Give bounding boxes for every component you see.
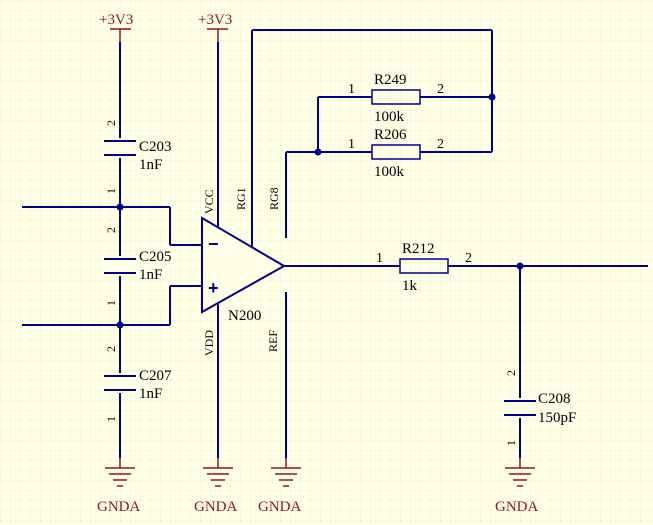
c205-pin-bottom: 1 bbox=[104, 300, 118, 306]
c203-value: 1nF bbox=[139, 157, 162, 173]
junction-dots bbox=[116, 93, 524, 329]
resistor-r206[interactable]: R206 100k 1 2 bbox=[348, 127, 444, 180]
c208-value: 150pF bbox=[538, 410, 576, 426]
pin-label-rg8: RG8 bbox=[267, 187, 281, 210]
capacitor-c205[interactable]: C205 1nF 2 1 bbox=[104, 227, 172, 306]
n200-ref: N200 bbox=[228, 308, 261, 324]
pin-label-vdd: VDD bbox=[202, 330, 216, 356]
power-label-3v3-amp: +3V3 bbox=[198, 12, 232, 28]
r249-pin-left: 1 bbox=[348, 82, 355, 97]
r212-pin-left: 1 bbox=[376, 251, 383, 266]
c207-pin-top: 2 bbox=[104, 346, 118, 352]
plus-input-symbol: + bbox=[208, 278, 219, 298]
amplifier-n200[interactable]: − + N200 VCC RG1 RG8 VDD REF bbox=[201, 187, 287, 356]
power-label-3v3-left: +3V3 bbox=[99, 12, 133, 28]
minus-input-symbol: − bbox=[208, 234, 219, 254]
gnd-label-left: GNDA bbox=[97, 499, 140, 515]
capacitor-c207[interactable]: C207 1nF 2 1 bbox=[104, 346, 172, 422]
c207-pin-bottom: 1 bbox=[104, 416, 118, 422]
pin-label-ref: REF bbox=[266, 330, 280, 352]
c203-pin-top: 2 bbox=[104, 120, 118, 126]
c203-pin-bottom: 1 bbox=[104, 188, 118, 194]
junction-dot bbox=[516, 262, 524, 270]
power-3v3-left: +3V3 bbox=[99, 12, 133, 42]
c207-ref: C207 bbox=[139, 368, 172, 384]
r212-ref: R212 bbox=[402, 241, 435, 257]
r249-ref: R249 bbox=[374, 72, 407, 88]
gnd-label-c208: GNDA bbox=[495, 499, 538, 515]
pin-label-rg1: RG1 bbox=[234, 187, 248, 210]
junction-dot bbox=[314, 148, 322, 156]
c203-ref: C203 bbox=[139, 139, 172, 155]
gnd-symbol-left: GNDA bbox=[97, 458, 140, 515]
c207-value: 1nF bbox=[139, 386, 162, 402]
r206-ref: R206 bbox=[374, 127, 407, 143]
resistor-r249[interactable]: R249 100k 1 2 bbox=[348, 72, 444, 125]
capacitor-c203[interactable]: C203 1nF 2 1 bbox=[104, 120, 172, 194]
r206-value: 100k bbox=[374, 164, 405, 180]
c205-value: 1nF bbox=[139, 267, 162, 283]
junction-dot bbox=[488, 93, 496, 101]
r212-pin-right: 2 bbox=[465, 251, 472, 266]
junction-dot bbox=[116, 203, 124, 211]
gnd-symbol-vdd: GNDA bbox=[194, 458, 237, 515]
resistor-r212[interactable]: R212 1k 1 2 bbox=[376, 241, 472, 294]
amplifier-triangle-icon bbox=[201, 216, 287, 314]
gnd-symbol-c208: GNDA bbox=[495, 458, 538, 515]
r249-value: 100k bbox=[374, 109, 405, 125]
r206-pin-right: 2 bbox=[437, 137, 444, 152]
junction-dot bbox=[116, 321, 124, 329]
c205-ref: C205 bbox=[139, 249, 172, 265]
capacitor-c208[interactable]: C208 150pF 2 1 bbox=[504, 370, 576, 446]
gnd-symbol-ref: GNDA bbox=[258, 458, 301, 515]
gnd-label-vdd: GNDA bbox=[194, 499, 237, 515]
r212-value: 1k bbox=[402, 278, 418, 294]
pin-label-vcc: VCC bbox=[202, 189, 216, 214]
power-3v3-amp: +3V3 bbox=[198, 12, 232, 42]
c208-pin-bottom: 1 bbox=[504, 440, 518, 446]
gnd-label-ref: GNDA bbox=[258, 499, 301, 515]
r206-pin-left: 1 bbox=[348, 137, 355, 152]
c208-pin-top: 2 bbox=[504, 370, 518, 376]
r249-pin-right: 2 bbox=[437, 82, 444, 97]
c208-ref: C208 bbox=[538, 391, 571, 407]
c205-pin-top: 2 bbox=[104, 227, 118, 233]
